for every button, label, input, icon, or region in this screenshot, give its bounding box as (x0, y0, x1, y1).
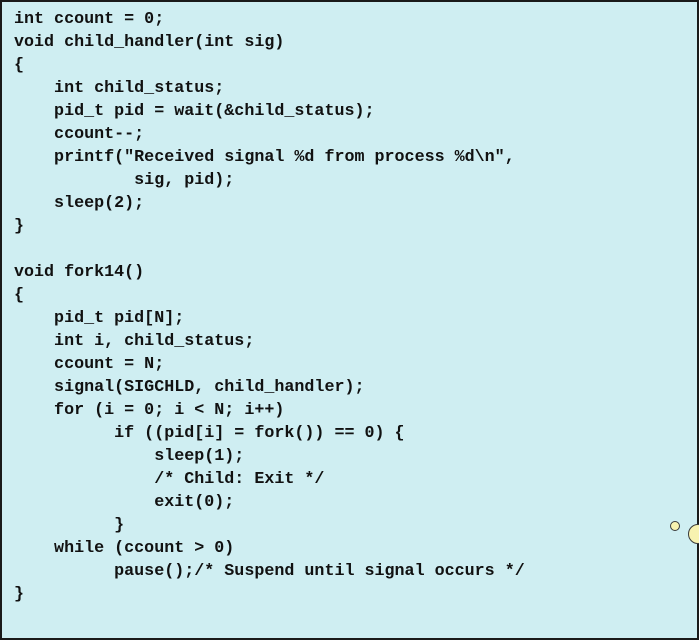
code-line-13: { (14, 286, 25, 305)
code-line-15: int i, child_status; (14, 332, 255, 351)
code-line-5: pid_t pid = wait(&child_status); (14, 102, 375, 121)
code-line-18: for (i = 0; i < N; i++) (14, 401, 285, 420)
code-line-17: signal(SIGCHLD, child_handler); (14, 378, 365, 397)
code-line-19: if ((pid[i] = fork()) == 0) { (14, 424, 405, 443)
code-line-7: printf("Received signal %d from process … (14, 148, 515, 167)
code-line-20: sleep(1); (14, 447, 245, 466)
code-line-22: exit(0); (14, 493, 235, 512)
code-line-3: { (14, 56, 25, 75)
code-line-26: } (14, 585, 25, 604)
code-line-2: void child_handler(int sig) (14, 33, 285, 52)
code-block: int ccount = 0; void child_handler(int s… (14, 8, 525, 606)
code-line-12: void fork14() (14, 263, 145, 282)
code-line-21: /* Child: Exit */ (14, 470, 325, 489)
code-line-23: } (14, 516, 125, 535)
code-line-8: sig, pid); (14, 171, 235, 190)
code-line-10: } (14, 217, 25, 236)
code-line-24: while (ccount > 0) (14, 539, 235, 558)
code-line-6: ccount--; (14, 125, 145, 144)
code-line-1: int ccount = 0; (14, 10, 165, 29)
code-line-25: pause();/* Suspend until signal occurs *… (14, 562, 525, 581)
code-line-11 (14, 238, 525, 261)
code-line-14: pid_t pid[N]; (14, 309, 185, 328)
small-circle-icon (670, 521, 680, 531)
code-line-16: ccount = N; (14, 355, 165, 374)
code-line-9: sleep(2); (14, 194, 145, 213)
code-line-4: int child_status; (14, 79, 225, 98)
